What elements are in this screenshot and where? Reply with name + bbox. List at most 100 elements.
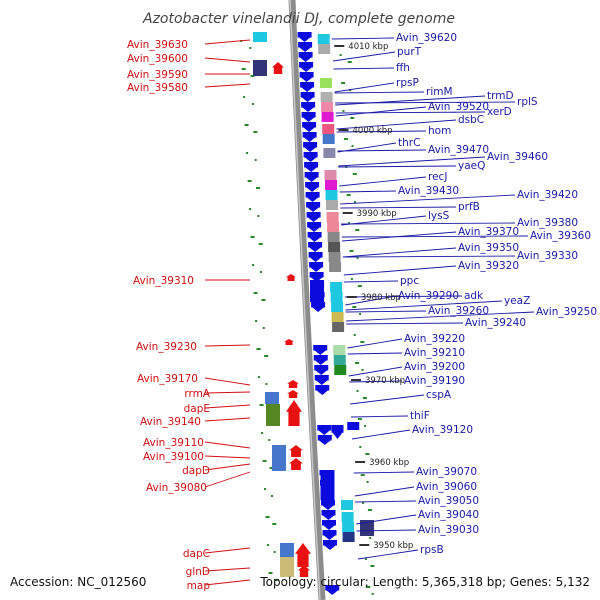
left-gene-label[interactable]: dapE (184, 403, 210, 415)
forward-gene-arrow (323, 540, 337, 550)
right-gene-label[interactable]: rpsP (396, 77, 419, 89)
right-gene-label[interactable]: Avin_39040 (418, 509, 479, 521)
guide-dot (371, 593, 374, 595)
right-gene-label[interactable]: Avin_39290 (398, 290, 459, 302)
left-gene-label[interactable]: Avin_39140 (140, 416, 201, 428)
right-gene-label[interactable]: Avin_39120 (412, 424, 473, 436)
right-gene-label[interactable]: ppc (400, 275, 419, 287)
guide-dot (249, 208, 252, 210)
left-gene-label[interactable]: Avin_39230 (136, 341, 197, 353)
right-gene-label[interactable]: Avin_39350 (458, 242, 519, 254)
forward-gene-arrow (321, 500, 335, 510)
left-leader-line (204, 39, 251, 45)
right-gene-label[interactable]: yaeQ (458, 160, 485, 172)
right-gene-label[interactable]: ffh (396, 62, 410, 74)
right-gene-label[interactable]: Avin_39320 (458, 260, 519, 272)
right-leader-line (346, 322, 464, 325)
reverse-gene-arrow (287, 380, 299, 388)
left-gene-label[interactable]: Avin_39110 (143, 437, 204, 449)
guide-dot (364, 558, 367, 560)
right-gene-label[interactable]: Avin_39380 (517, 217, 578, 229)
left-gene-label[interactable]: rrmA (184, 388, 210, 400)
gene-product-box (321, 102, 334, 112)
right-gene-label[interactable]: Avin_39470 (428, 144, 489, 156)
left-gene-label[interactable]: Avin_39580 (127, 82, 188, 94)
right-gene-label[interactable]: Avin_39250 (536, 306, 597, 318)
guide-dot (361, 369, 364, 371)
right-gene-label[interactable]: Avin_39460 (487, 151, 548, 163)
left-gene-label[interactable]: dapD (182, 465, 210, 477)
guide-dot (256, 348, 261, 350)
reverse-gene-arrow (295, 543, 311, 567)
guide-dot (362, 502, 365, 504)
right-gene-label[interactable]: prfB (458, 201, 480, 213)
right-gene-label[interactable]: thiF (410, 410, 430, 422)
right-gene-label[interactable]: Avin_39360 (530, 230, 591, 242)
gene-product-box (334, 365, 347, 375)
right-gene-label[interactable]: xerD (487, 106, 512, 118)
left-gene-label[interactable]: glnD (186, 566, 210, 578)
left-gene-label[interactable]: Avin_39100 (143, 451, 204, 463)
right-gene-label[interactable]: adk (464, 290, 484, 302)
right-gene-label[interactable]: Avin_39200 (404, 361, 465, 373)
right-gene-label[interactable]: hom (428, 125, 451, 137)
guide-dot (258, 376, 261, 378)
right-gene-label[interactable]: Avin_39240 (465, 317, 526, 329)
right-gene-label[interactable]: purT (397, 46, 422, 58)
right-gene-label[interactable]: trmD (487, 90, 514, 102)
right-gene-label[interactable]: rpsB (420, 544, 444, 556)
right-gene-label[interactable]: Avin_39620 (396, 32, 457, 44)
left-gene-label[interactable]: Avin_39310 (133, 275, 194, 287)
right-gene-label[interactable]: lysS (428, 210, 450, 222)
left-leader-line (204, 344, 251, 347)
right-gene-label[interactable]: dsbC (458, 114, 484, 126)
left-gene-label[interactable]: map (187, 580, 211, 592)
right-gene-label[interactable]: Avin_39190 (404, 375, 465, 387)
gene-product-box (329, 262, 342, 272)
left-gene-label[interactable]: Avin_39080 (146, 482, 207, 494)
right-gene-label[interactable]: rimM (426, 86, 453, 98)
guide-dot (250, 236, 255, 238)
right-gene-label[interactable]: Avin_39330 (517, 250, 578, 262)
right-gene-label[interactable]: Avin_39420 (517, 189, 578, 201)
right-leader-line (353, 471, 415, 474)
forward-gene-arrow (331, 425, 344, 439)
guide-dot (360, 474, 365, 476)
guide-dot (355, 229, 360, 231)
gene-product-box (280, 543, 294, 557)
right-gene-label[interactable]: Avin_39430 (398, 185, 459, 197)
right-leader-line (333, 67, 395, 70)
forward-gene-arrow (306, 212, 321, 222)
right-gene-label[interactable]: Avin_39370 (458, 226, 519, 238)
left-gene-label[interactable]: Avin_39600 (127, 53, 188, 65)
right-gene-label[interactable]: Avin_39050 (418, 495, 479, 507)
left-gene-label[interactable]: Avin_39590 (127, 69, 188, 81)
right-gene-label[interactable]: Avin_39220 (404, 333, 465, 345)
gene-product-box (253, 60, 267, 76)
right-gene-label[interactable]: Avin_39060 (416, 481, 477, 493)
right-gene-label[interactable]: Avin_39030 (418, 524, 479, 536)
forward-gene-arrow (308, 242, 323, 252)
right-gene-label[interactable]: Avin_39520 (428, 101, 489, 113)
guide-dot (351, 145, 354, 147)
gene-product-box (280, 569, 294, 577)
right-gene-label[interactable]: Avin_39260 (428, 305, 489, 317)
right-gene-label[interactable]: Avin_39210 (404, 347, 465, 359)
left-gene-label[interactable]: dapC (183, 548, 210, 560)
gene-product-box (322, 124, 335, 134)
left-gene-label[interactable]: Avin_39170 (137, 373, 198, 385)
guide-dot (265, 383, 268, 385)
left-gene-label[interactable]: Avin_39630 (127, 39, 188, 51)
guide-dot (264, 355, 269, 357)
right-gene-label[interactable]: thrC (398, 137, 420, 149)
right-gene-label[interactable]: Avin_39070 (416, 466, 477, 478)
right-gene-label[interactable]: cspA (426, 389, 452, 401)
topology-summary: Topology: circular; Length: 5,365,318 bp… (259, 575, 590, 589)
right-gene-label[interactable]: recJ (428, 171, 447, 183)
forward-gene-block (320, 470, 335, 500)
right-gene-label[interactable]: yeaZ (504, 295, 530, 307)
gene-product-box (325, 180, 337, 190)
right-gene-label[interactable]: rplS (517, 96, 538, 108)
label-leaders (204, 37, 535, 586)
forward-gene-arrow (302, 122, 317, 132)
